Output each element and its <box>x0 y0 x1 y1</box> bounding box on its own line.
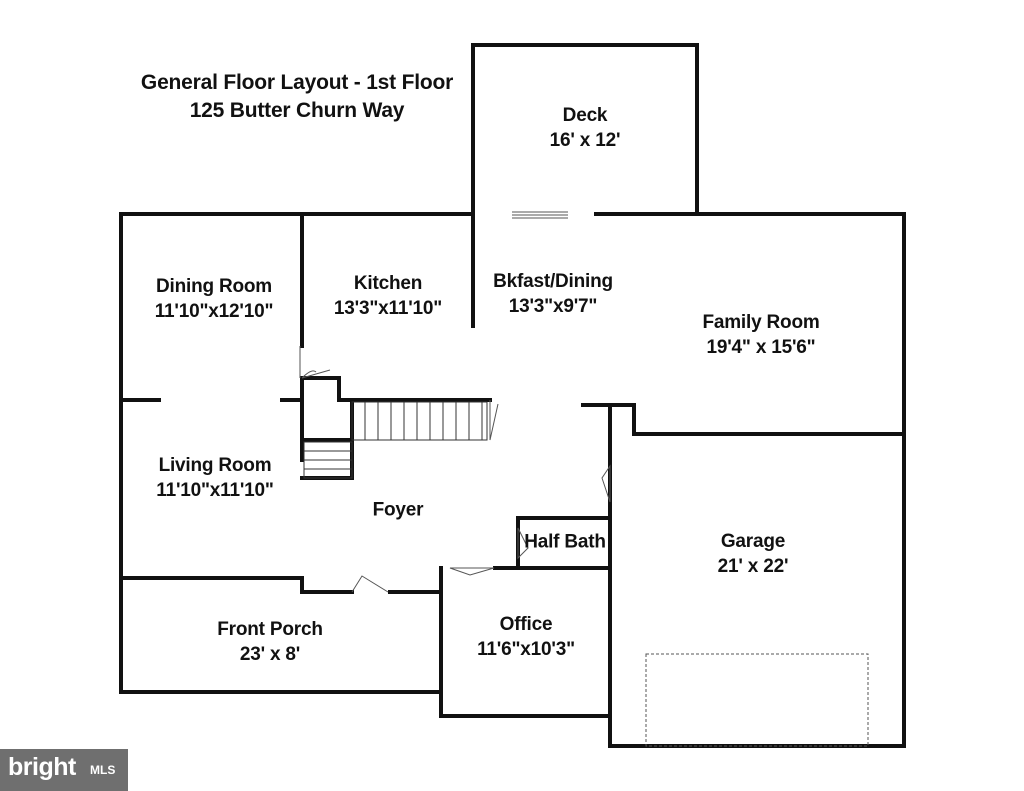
room-living-name: Living Room <box>158 455 272 476</box>
room-foyer: Foyer <box>373 498 424 523</box>
room-dining-name: Dining Room <box>155 276 273 297</box>
room-bkfast-name: Bkfast/Dining <box>493 271 613 292</box>
door-office <box>449 567 495 576</box>
office-outline <box>439 566 612 718</box>
garage-outline <box>608 432 906 748</box>
room-deck: Deck 16' x 12' <box>550 103 621 153</box>
room-dining: Dining Room 11'10"x12'10" <box>155 274 274 324</box>
room-office-dims: 11'6"x10'3" <box>477 639 575 660</box>
door-half-bath <box>517 527 529 560</box>
room-bkfast: Bkfast/Dining 13'3"x9'7" <box>493 269 613 319</box>
bright-mls-watermark: bright MLS <box>0 749 128 791</box>
room-family-name: Family Room <box>702 312 820 333</box>
door-front <box>351 575 389 593</box>
room-deck-name: Deck <box>562 105 608 126</box>
doors <box>299 211 869 747</box>
room-garage-dims: 21' x 22' <box>717 556 789 577</box>
room-foyer-name: Foyer <box>372 499 424 521</box>
room-office-name: Office <box>499 614 553 635</box>
room-deck-dims: 16' x 12' <box>549 130 621 151</box>
room-dining-dims: 11'10"x12'10" <box>154 301 274 322</box>
room-front-porch-name: Front Porch <box>217 619 323 640</box>
door-garage-entry <box>601 464 611 503</box>
room-kitchen-name: Kitchen <box>353 273 423 294</box>
room-garage: Garage 21' x 22' <box>718 529 789 579</box>
room-bkfast-dims: 13'3"x9'7" <box>508 296 598 317</box>
door-dining <box>299 346 331 379</box>
room-garage-name: Garage <box>720 531 786 552</box>
front-porch-top <box>119 576 354 594</box>
room-living: Living Room 11'10"x11'10" <box>156 453 274 503</box>
door-stair <box>489 400 499 441</box>
wall-family-stub <box>581 403 612 436</box>
garage-door <box>645 653 869 747</box>
wall-stair-top <box>280 376 492 402</box>
stairs <box>303 401 488 479</box>
room-living-dims: 11'10"x11'10" <box>156 480 274 501</box>
room-kitchen-dims: 13'3"x11'10" <box>333 298 443 319</box>
room-office: Office 11'6"x10'3" <box>477 612 575 662</box>
watermark-suffix: MLS <box>90 763 116 777</box>
interior-walls <box>119 212 636 570</box>
door-deck-slider <box>512 211 568 219</box>
wall-closet <box>608 403 636 436</box>
room-front-porch-dims: 23' x 8' <box>239 644 301 665</box>
room-half-bath-name: Half Bath <box>524 531 606 553</box>
room-kitchen: Kitchen 13'3"x11'10" <box>334 271 442 321</box>
stair-run <box>351 401 488 441</box>
plan-title-line2: 125 Butter Churn Way <box>189 99 405 122</box>
plan-title: General Floor Layout - 1st Floor 125 But… <box>141 69 453 125</box>
room-front-porch: Front Porch 23' x 8' <box>217 617 323 667</box>
watermark-brand: bright <box>8 753 76 781</box>
plan-title-line1: General Floor Layout - 1st Floor <box>140 71 454 94</box>
front-porch-outline <box>119 576 443 694</box>
deck-outline <box>471 43 699 214</box>
room-family-dims: 19'4" x 15'6" <box>706 337 816 358</box>
room-half-bath: Half Bath <box>524 530 606 555</box>
room-family: Family Room 19'4" x 15'6" <box>702 310 819 360</box>
